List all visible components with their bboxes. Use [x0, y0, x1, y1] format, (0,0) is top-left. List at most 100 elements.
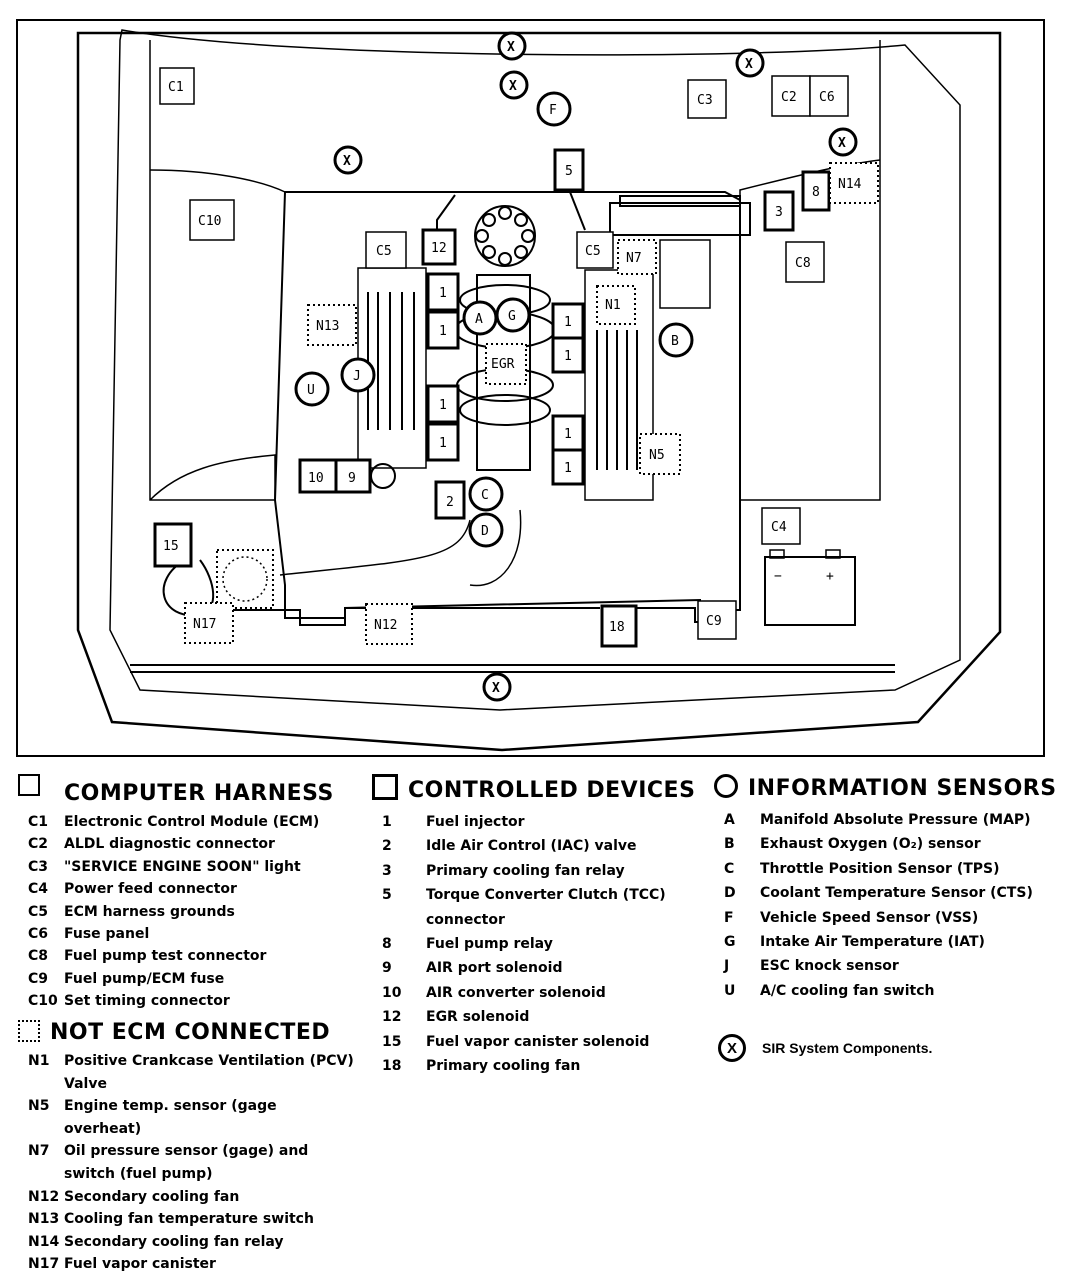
legend-code: 10 — [382, 984, 402, 1001]
d15-box — [153, 522, 193, 568]
c8-label: C8 — [795, 256, 811, 271]
engine-component-diagram: − + C1 C3 C2 C6 C10 C5 C5 C8 C4 C9 5 12 … — [16, 19, 1045, 757]
legend-description: ESC knock sensor — [760, 958, 899, 975]
n14-box — [829, 162, 879, 204]
legend-code: G — [724, 934, 736, 951]
d10-label: 10 — [308, 471, 324, 486]
sir-markers: X X X X X X — [333, 31, 858, 702]
sensor-j-label: J — [353, 369, 361, 384]
not-ecm-markers: N14 N7 N1 N13 N5 N17 N12 EGR — [184, 162, 879, 645]
legend-description: Oil pressure sensor (gage) and switch (f… — [64, 1143, 309, 1182]
left-valve-cover-fins — [367, 292, 415, 430]
legend-code: J — [724, 958, 730, 975]
legend-description: Fuel vapor canister solenoid — [426, 1033, 650, 1050]
n14-label: N14 — [838, 177, 862, 192]
d1d-box — [426, 422, 460, 462]
n17-canister — [216, 549, 274, 609]
c6-box — [809, 75, 849, 117]
legend-code: N7 — [28, 1143, 50, 1160]
sensor-j — [340, 357, 376, 393]
air-cleaner-inner — [619, 195, 741, 207]
sir-x-4 — [828, 127, 858, 157]
c2-box — [771, 75, 811, 117]
legend-code: 3 — [382, 862, 392, 879]
d1a-box — [426, 272, 460, 312]
intake-plenum — [476, 274, 531, 471]
legend-description: Power feed connector — [64, 881, 237, 898]
legend-description: Coolant Temperature Sensor (CTS) — [760, 885, 1033, 902]
legend-description: Exhaust Oxygen (O₂) sensor — [760, 836, 981, 853]
computer-harness-title-text: COMPUTER HARNESS — [64, 781, 334, 806]
n12-box — [365, 603, 413, 645]
not-ecm-title: NOT ECM CONNECTED — [18, 1020, 358, 1046]
legend-code: B — [724, 836, 735, 853]
legend-description: Electronic Control Module (ECM) — [64, 814, 320, 830]
n5-box — [639, 433, 681, 475]
battery-minus: − — [774, 569, 782, 584]
d1f-label: 1 — [564, 349, 572, 364]
c2-label: C2 — [781, 90, 797, 105]
n13-label: N13 — [316, 319, 339, 334]
legend-code: 8 — [382, 936, 392, 953]
left-inner-fender-curve — [149, 169, 286, 193]
sir-x-2-label: X — [509, 79, 517, 94]
n17-canister-circle — [222, 556, 268, 602]
legend-code: 12 — [382, 1009, 402, 1026]
sensor-d — [468, 512, 504, 548]
controlled-devices-title-text: CONTROLLED DEVICES — [408, 778, 696, 803]
legend-description: Manifold Absolute Pressure (MAP) — [760, 812, 1031, 828]
sir-label: SIR System Components. — [762, 1040, 933, 1056]
c1-label: C1 — [168, 80, 184, 95]
d15-label: 15 — [163, 539, 179, 554]
legend-code: N13 — [28, 1211, 60, 1228]
c4-label: C4 — [771, 520, 787, 535]
sir-x-1-label: X — [507, 40, 515, 55]
sensor-c — [468, 476, 504, 512]
legend-code: U — [724, 982, 736, 999]
legend-code: 1 — [382, 814, 392, 830]
d18-box — [600, 604, 638, 648]
legend-code: F — [724, 909, 734, 926]
c5a-label: C5 — [376, 244, 392, 259]
not-ecm-title-text: NOT ECM CONNECTED — [50, 1020, 331, 1045]
legend-code: C10 — [28, 993, 58, 1010]
d8-box — [801, 170, 831, 212]
sir-symbol: X — [718, 1034, 746, 1062]
legend-description: Vehicle Speed Sensor (VSS) — [760, 909, 979, 926]
legend-description: Cooling fan temperature switch — [64, 1211, 314, 1228]
legend-code: D — [724, 885, 736, 902]
d10-box — [298, 458, 338, 494]
legend-description: ECM harness grounds — [64, 903, 235, 920]
legend-description: Secondary cooling fan relay — [64, 1233, 284, 1250]
d1d-label: 1 — [439, 436, 447, 451]
controlled-device-markers: 5 12 3 8 1 1 1 1 1 1 1 1 2 10 9 15 18 — [153, 148, 831, 648]
harness-lead-c — [279, 519, 471, 576]
computer-harness-symbol — [18, 774, 40, 796]
sir-x-3 — [735, 48, 765, 78]
d1c-box — [426, 384, 460, 424]
d12-box — [421, 228, 457, 266]
harness-lead-12 — [436, 194, 456, 230]
information-sensors-title: INFORMATION SENSORS — [714, 774, 1056, 802]
sensor-u-label: U — [307, 383, 315, 398]
d1f-box — [551, 336, 585, 374]
c9-label: C9 — [706, 614, 722, 629]
battery-terminal-pos — [825, 549, 841, 559]
d1h-box — [551, 448, 585, 486]
c10-box — [189, 199, 235, 241]
d3-label: 3 — [775, 205, 783, 220]
